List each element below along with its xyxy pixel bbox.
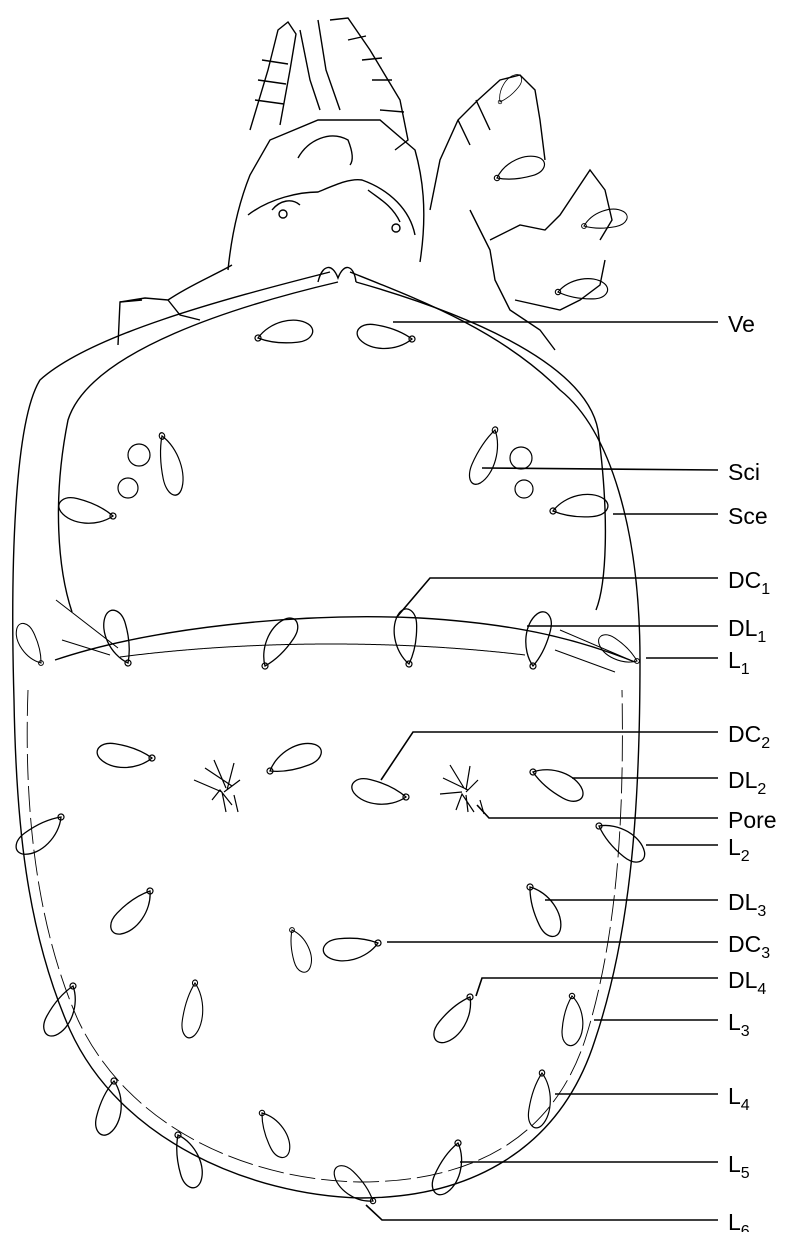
pore-right: [440, 765, 484, 814]
pores-group: [118, 444, 533, 814]
seta-leg-2: [579, 205, 629, 235]
label-dl1: DL1: [728, 615, 766, 646]
seta-leg-4: [493, 71, 524, 108]
label-l5: L5: [728, 1151, 750, 1182]
label-sci: Sci: [728, 459, 760, 485]
leader-pore: [477, 805, 718, 818]
label-dc3-subscript: 3: [761, 945, 770, 962]
label-dl4-main: DL: [728, 967, 758, 993]
label-pore-main: Pore: [728, 807, 777, 833]
label-l6: L6: [728, 1209, 750, 1232]
seta-l6-left: [252, 1105, 296, 1161]
seta-ve-right: [356, 323, 416, 351]
label-l2-main: L: [728, 834, 741, 860]
label-dl1-subscript: 1: [757, 629, 766, 646]
label-ve: Ve: [728, 311, 755, 337]
label-dl4: DL4: [728, 967, 766, 998]
label-ve-main: Ve: [728, 311, 755, 337]
setae-group: [11, 71, 652, 1211]
seta-leg-1: [491, 151, 547, 188]
label-l5-main: L: [728, 1151, 741, 1177]
label-dc1-main: DC: [728, 567, 761, 593]
seta-sce-right: [548, 491, 609, 522]
eye-spot-right-lower: [515, 480, 533, 498]
seta-dl3-left: [106, 882, 161, 941]
label-dl3-main: DL: [728, 889, 758, 915]
seta-leg-3: [554, 277, 608, 302]
label-l6-subscript: 6: [741, 1223, 750, 1232]
label-dl2-subscript: 2: [757, 781, 766, 798]
seta-l6-right: [328, 1161, 381, 1211]
label-pore: Pore: [728, 807, 777, 833]
seta-l2-left: [12, 807, 71, 862]
seta-dl4-left: [181, 979, 206, 1039]
seta-dc3-left: [283, 924, 316, 974]
label-l3-main: L: [728, 1009, 741, 1035]
label-dc2-subscript: 2: [761, 735, 770, 752]
leader-lines: [366, 322, 718, 1220]
leader-dc2: [381, 732, 718, 780]
seta-dc2-right: [350, 777, 411, 810]
seta-dc3-right: [322, 932, 383, 965]
seta-dc2-left: [262, 737, 325, 783]
leader-sci: [482, 468, 718, 470]
seta-l1-left: [11, 620, 50, 670]
seta-sce-left: [57, 496, 118, 529]
seta-dl4-right: [429, 988, 481, 1049]
label-dl3-subscript: 3: [757, 903, 766, 920]
seta-l3-left: [40, 979, 86, 1042]
seta-dl3-right: [519, 878, 568, 940]
eye-spot-right-upper: [510, 447, 532, 469]
seta-l4-left: [94, 1076, 127, 1137]
eye-spot-left-lower: [118, 478, 138, 498]
label-l4-subscript: 4: [741, 1097, 750, 1114]
seta-l1-right: [594, 631, 644, 670]
label-l5-subscript: 5: [741, 1165, 750, 1182]
label-l4-main: L: [728, 1083, 741, 1109]
label-l1: L1: [728, 647, 750, 678]
label-dc3: DC3: [728, 931, 770, 962]
seta-dl1-left: [98, 607, 140, 670]
label-dc2-main: DC: [728, 721, 761, 747]
label-dl2-main: DL: [728, 767, 758, 793]
label-dc1: DC1: [728, 567, 770, 598]
seta-dl1-right: [521, 610, 554, 671]
label-l1-main: L: [728, 647, 741, 673]
label-dc1-subscript: 1: [761, 581, 770, 598]
seta-l3-right: [562, 993, 583, 1045]
body-outline: [13, 18, 640, 1198]
label-dl4-subscript: 4: [757, 981, 766, 998]
leader-dl4: [476, 978, 718, 996]
seta-ve-left: [253, 317, 314, 350]
seta-dl2-left: [96, 742, 156, 770]
label-group: VeSciSceDC1DL1L1DC2DL2PoreL2DL3DC3DL4L3L…: [728, 311, 777, 1232]
label-sci-main: Sci: [728, 459, 760, 485]
label-l6-main: L: [728, 1209, 741, 1232]
seta-l4-right: [527, 1069, 553, 1129]
leader-dc1: [396, 578, 718, 618]
label-dl1-main: DL: [728, 615, 758, 641]
label-l2-subscript: 2: [741, 848, 750, 865]
seta-sci-left: [152, 430, 189, 497]
label-l3: L3: [728, 1009, 750, 1040]
label-l1-subscript: 1: [741, 661, 750, 678]
label-dl2: DL2: [728, 767, 766, 798]
label-dl3: DL3: [728, 889, 766, 920]
label-dc3-main: DC: [728, 931, 761, 957]
label-sce: Sce: [728, 503, 768, 529]
seta-dl2-right: [526, 760, 589, 806]
eye-spot-left-upper: [128, 444, 150, 466]
leader-l6: [366, 1205, 718, 1220]
label-l2: L2: [728, 834, 750, 865]
seta-sci-right: [466, 424, 506, 489]
label-dc2: DC2: [728, 721, 770, 752]
label-sce-main: Sce: [728, 503, 768, 529]
label-l3-subscript: 3: [741, 1023, 750, 1040]
pore-left: [194, 760, 240, 812]
label-l4: L4: [728, 1083, 750, 1114]
